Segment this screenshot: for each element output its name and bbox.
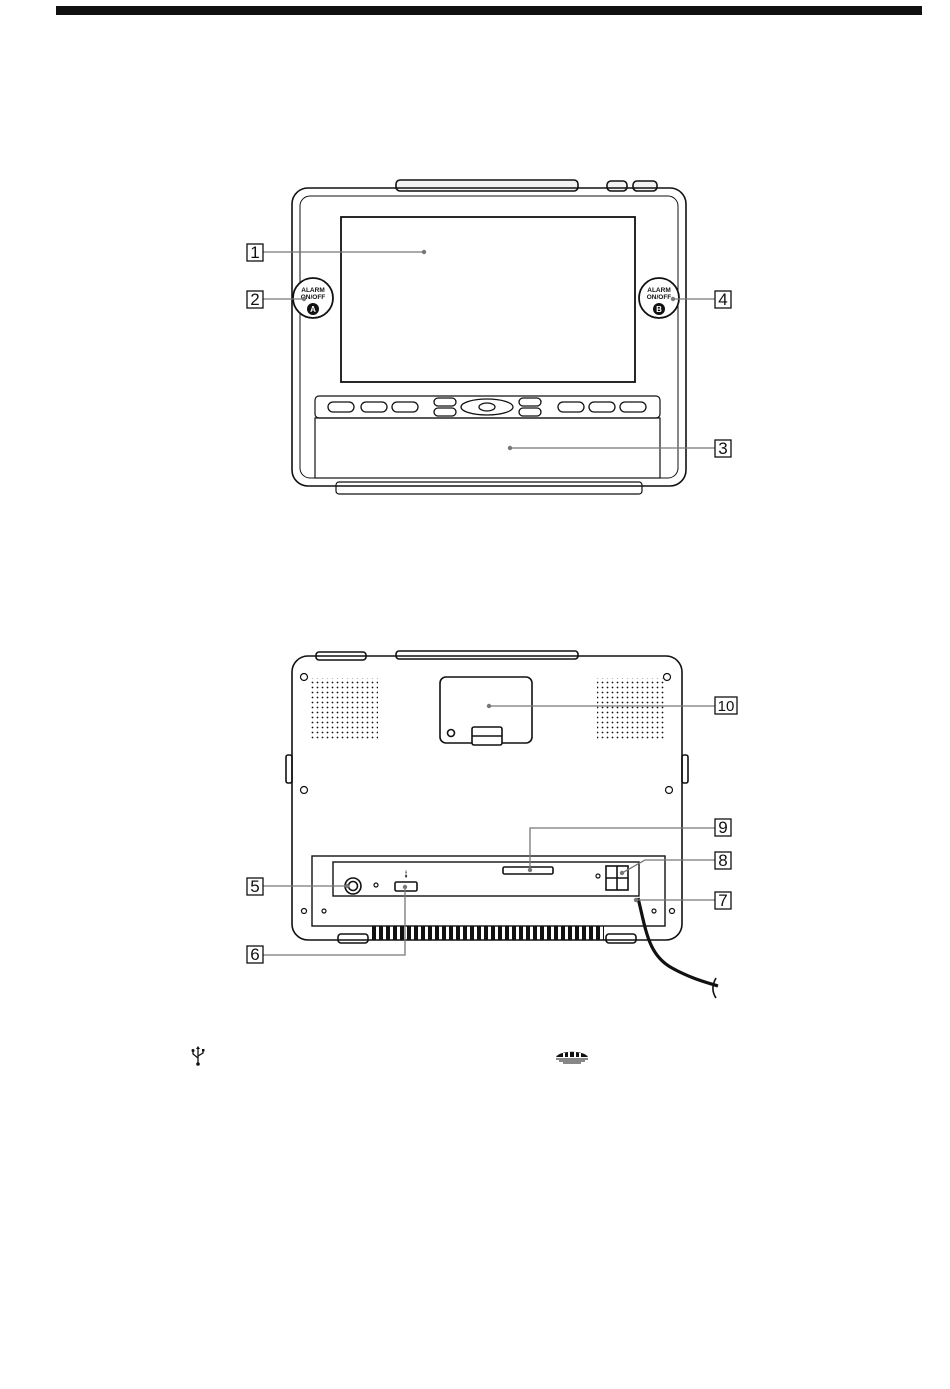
front-control-buttons (328, 398, 646, 416)
bottom-vents (372, 926, 604, 940)
callout-7: 7 (718, 891, 727, 910)
svg-text:⭭: ⭭ (404, 868, 408, 881)
usb-icon (190, 1046, 206, 1066)
callout-5: 5 (250, 877, 259, 896)
callout-1: 1 (250, 243, 259, 262)
alarm-a-letter: A (310, 305, 316, 314)
alarm-a-label-line1: ALARM (301, 287, 324, 294)
callout-4: 4 (718, 290, 727, 309)
memory-stick-icon (554, 1048, 590, 1064)
alarm-b-label-line1: ALARM (647, 287, 670, 294)
callout-10: 10 (718, 698, 735, 715)
callout-3: 3 (718, 439, 727, 458)
right-speaker-grille (597, 678, 665, 740)
callout-6: 6 (250, 945, 259, 964)
front-view-illustration: ALARM ON/OFF A ALARM ON/OFF B 1 2 3 4 (0, 0, 950, 520)
left-speaker-grille (310, 678, 378, 740)
callout-2: 2 (250, 290, 259, 309)
callout-8: 8 (718, 851, 727, 870)
rear-view-illustration: ⭭ 5 6 7 8 9 10 (0, 640, 950, 1020)
alarm-b-label-line2: ON/OFF (647, 294, 672, 301)
alarm-b-letter: B (656, 305, 662, 314)
callout-9: 9 (718, 818, 727, 837)
